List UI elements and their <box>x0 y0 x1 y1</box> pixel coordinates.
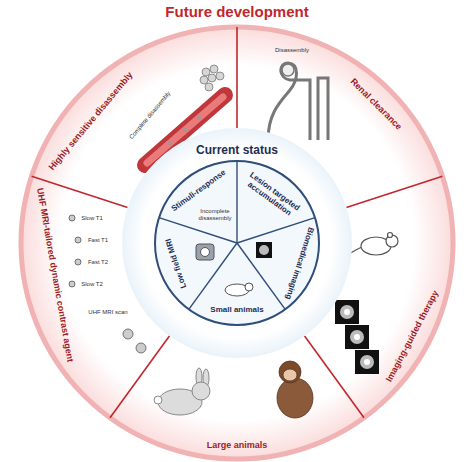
nanoparticle-cluster <box>216 72 224 80</box>
nanoparticle-cluster <box>205 83 213 91</box>
relaxation-icon <box>75 237 81 243</box>
mri-image <box>340 305 354 319</box>
sector-divider <box>346 176 442 207</box>
rabbit-figure <box>154 396 162 404</box>
status-icon <box>196 244 214 260</box>
heading-holder: Current status <box>196 143 278 157</box>
mri-image <box>354 334 360 340</box>
status-icon <box>225 283 253 296</box>
status-icon <box>245 283 253 291</box>
annotation: Incomplete disassembly <box>195 208 235 222</box>
future-sector: Renal clearance <box>347 75 405 133</box>
sector-label: Imaging-guided therapy <box>384 289 441 384</box>
kidney-tubule <box>282 64 294 76</box>
monkey-figure <box>277 378 313 418</box>
status-icon <box>256 242 272 258</box>
relaxation-icon <box>69 215 75 221</box>
outer-ring <box>21 27 453 459</box>
status-icon <box>159 161 315 309</box>
nanoparticle-cluster <box>200 76 208 84</box>
status-icon <box>155 161 319 325</box>
mouse-figure <box>388 233 393 238</box>
relaxation-icon <box>75 259 81 265</box>
future-sector: UHF MRI-tailored dynamic contrast agent <box>34 186 77 364</box>
future-sector: Large animals <box>206 439 269 451</box>
monkey-figure <box>277 361 313 418</box>
sector-divider <box>236 27 238 128</box>
status-icon <box>236 161 237 243</box>
sector-label: Highly sensitive disassembly <box>47 70 135 172</box>
mri-image <box>355 350 379 374</box>
relaxation-icon <box>123 329 133 339</box>
annotation: Fast T2 <box>88 259 108 266</box>
annotation: Slow T1 <box>81 215 103 222</box>
blood-vessel <box>168 141 172 145</box>
status-sector: Small animals <box>209 304 264 315</box>
annotation: Fast T1 <box>88 237 108 244</box>
annotation: Complete disassembly <box>128 90 172 141</box>
status-icon <box>196 244 214 260</box>
annotation: Slow T2 <box>81 281 103 288</box>
kidney-tubule <box>268 63 328 140</box>
nanoparticle-cluster <box>202 68 210 76</box>
status-icon <box>259 245 269 255</box>
mri-image <box>360 355 374 369</box>
mri-image <box>345 325 369 349</box>
blood-vessel <box>197 116 201 120</box>
status-icon <box>201 248 210 257</box>
status-circle: Current statusStimuli-responseLesion tar… <box>122 128 352 358</box>
monkey-figure <box>279 361 301 383</box>
sector-divider <box>32 27 443 418</box>
sector-label: Large animals <box>207 440 268 450</box>
mri-image <box>344 309 350 315</box>
sector-label: Renal clearance <box>348 76 404 132</box>
sector-label: UHF MRI-tailored dynamic contrast agent <box>35 187 76 363</box>
rabbit-figure <box>154 368 210 415</box>
monkey-figure <box>283 369 297 381</box>
status-heading: Current status <box>196 143 278 157</box>
annotation: Disassembly <box>275 47 309 54</box>
mri-image <box>364 359 370 365</box>
mri-image <box>335 300 359 324</box>
nanoparticle-cluster <box>208 74 216 82</box>
kidney-tubule <box>318 78 328 140</box>
kidney-tubule <box>268 63 310 140</box>
annotation: UHF MRI scan <box>88 309 127 316</box>
blood-vessel <box>183 128 187 132</box>
future-sector: Imaging-guided therapy <box>382 287 441 384</box>
outer-ring <box>21 27 453 459</box>
future-sector: Highly sensitive disassembly <box>46 68 137 173</box>
status-icon <box>237 243 285 309</box>
mri-image <box>335 300 379 374</box>
nanoparticle-cluster <box>210 65 218 73</box>
sector-label: Small animals <box>210 305 263 314</box>
status-core <box>122 128 352 358</box>
status-icon <box>189 243 237 309</box>
rabbit-figure <box>192 382 210 400</box>
mri-image <box>350 330 364 344</box>
relaxation-icon <box>136 343 146 353</box>
relaxation-icon <box>69 281 75 287</box>
status-icon <box>256 242 272 258</box>
nanoparticle-cluster <box>200 65 224 91</box>
diagram-title: Future development <box>165 3 308 20</box>
